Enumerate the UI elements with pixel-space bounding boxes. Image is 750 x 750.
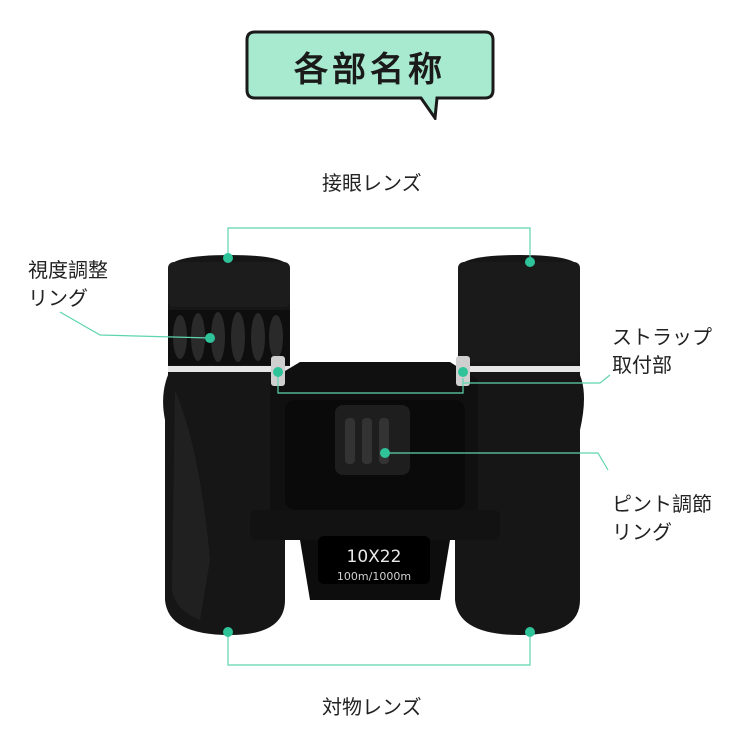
objective-dot-left bbox=[223, 627, 233, 637]
label-objective: 対物レンズ bbox=[322, 695, 422, 719]
title-bubble: 各部名称 bbox=[245, 30, 495, 120]
speech-bubble-shape bbox=[245, 30, 495, 120]
eyepiece-dot-right bbox=[525, 257, 535, 267]
eyepiece-dot-left bbox=[223, 253, 233, 263]
focus-wheel bbox=[335, 405, 410, 475]
page-title: 各部名称 bbox=[294, 50, 446, 90]
label-strap: ストラップ 取付部 bbox=[612, 325, 712, 377]
strap-dot-left bbox=[273, 367, 283, 377]
spec-marking: 100m/1000m bbox=[337, 570, 411, 583]
callout-lines bbox=[59, 227, 611, 666]
objective-dot-right bbox=[525, 627, 535, 637]
label-eyepiece: 接眼レンズ bbox=[322, 171, 422, 195]
focus-dot bbox=[380, 448, 390, 458]
left-barrel bbox=[163, 255, 291, 635]
strap-dot-right bbox=[458, 367, 468, 377]
diopter-dot bbox=[205, 333, 215, 343]
model-marking: 10X22 bbox=[347, 547, 402, 567]
label-focus: ピント調節 リング bbox=[612, 492, 712, 544]
label-diopter: 視度調整 リング bbox=[28, 258, 108, 310]
callout-dots bbox=[205, 253, 535, 637]
